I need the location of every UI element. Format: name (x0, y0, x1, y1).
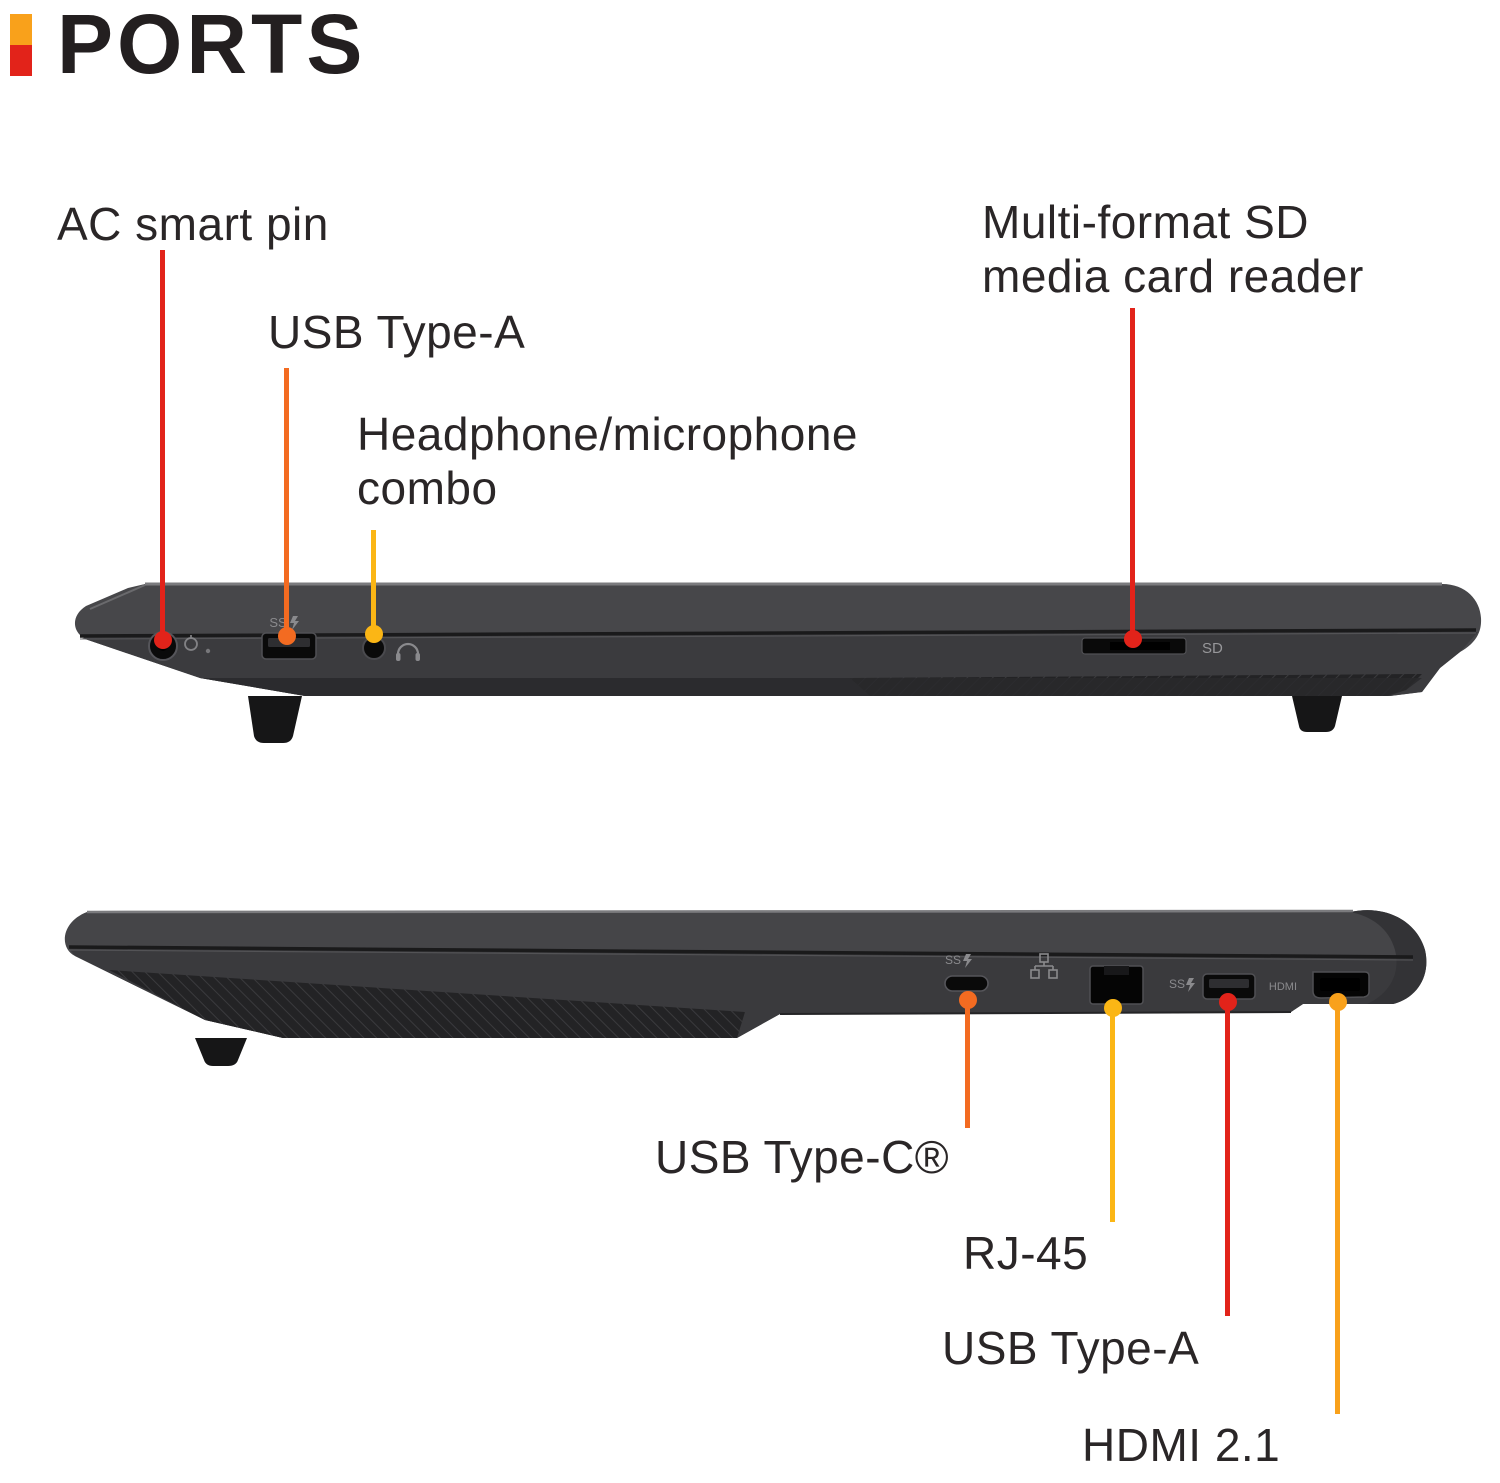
laptop-foot (195, 1038, 247, 1066)
laptop-front-edge-highlight (89, 584, 146, 610)
callout-line-sd-card-reader (1130, 308, 1135, 639)
callout-line-usb-type-c (965, 1000, 970, 1128)
headset-icon (396, 642, 420, 661)
callout-line-hdmi (1335, 1002, 1340, 1414)
laptop-bottom-strip (200, 678, 1422, 696)
callout-dot-headphone-combo (365, 625, 383, 643)
callout-dot-sd-card-reader (1124, 630, 1142, 648)
callout-dot-ac-smart-pin (154, 631, 172, 649)
callout-dot-usb-type-a-left (278, 627, 296, 645)
accent-bar-bottom (10, 45, 32, 76)
hdmi-port-opening (1320, 978, 1360, 991)
page-title: PORTS (57, 0, 367, 91)
laptop-hinge (1350, 910, 1427, 1004)
sd-label-glyph: SD (1202, 640, 1223, 657)
callout-label-usb-type-c: USB Type-C® (655, 1131, 950, 1183)
callout-label-sd-card-reader: Multi-format SD media card reader (982, 196, 1364, 303)
laptop-seam (68, 945, 1414, 959)
laptop-foot-right (1292, 696, 1342, 732)
usb-ss-icon: SS (269, 615, 299, 630)
callout-line-usb-type-a-left (284, 368, 289, 636)
rj45-clip-notch (1104, 966, 1129, 975)
callout-line-headphone-combo (371, 530, 376, 634)
callout-label-ac-smart-pin: AC smart pin (57, 198, 329, 250)
usb-ss-icon: SS (1169, 977, 1195, 992)
usb-c-ss-icon: SS (945, 953, 972, 968)
callout-label-usb-type-a-right: USB Type-A (942, 1322, 1200, 1374)
accent-bar-top (10, 14, 32, 45)
laptop-right-side-illustration: SS SS HDMI (64, 909, 1427, 1066)
laptop-top-edge-highlight (86, 909, 1354, 914)
ethernet-icon (1030, 953, 1058, 979)
callout-label-rj45: RJ-45 (963, 1227, 1089, 1279)
laptop-mesh-texture (109, 970, 745, 1038)
svg-text:SS: SS (945, 953, 961, 967)
title-accent-bar (10, 14, 32, 76)
callout-label-headphone-combo: Headphone/microphone combo (357, 408, 859, 515)
callout-line-rj45 (1110, 1008, 1115, 1222)
laptop-foot-left (248, 696, 302, 743)
sd-card-slot-opening (1110, 642, 1170, 650)
svg-text:SS: SS (1169, 977, 1185, 991)
charging-led (205, 648, 211, 654)
laptop-left-side-illustration: SS SD (74, 582, 1482, 743)
svg-text:SS: SS (269, 615, 287, 630)
usb-a-tongue (1209, 979, 1249, 988)
power-plug-icon (184, 635, 198, 651)
usb-c-port (944, 975, 989, 992)
hdmi-icon: HDMI (1269, 981, 1297, 993)
laptop-seam-highlight (68, 949, 1414, 961)
callout-line-usb-type-a-right (1225, 1002, 1230, 1316)
callout-line-ac-smart-pin (160, 250, 165, 640)
laptop-bottom-step (779, 1011, 1292, 1015)
callout-label-usb-type-a-left: USB Type-A (268, 306, 526, 358)
svg-text:HDMI: HDMI (1269, 981, 1297, 993)
callout-label-hdmi: HDMI 2.1 (1082, 1419, 1281, 1471)
